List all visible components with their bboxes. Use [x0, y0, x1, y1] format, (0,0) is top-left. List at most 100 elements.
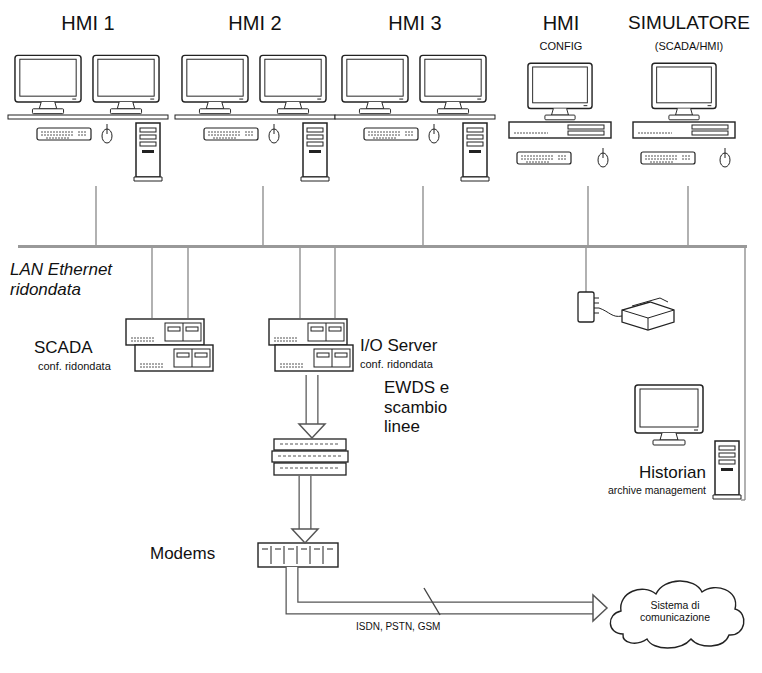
mouse	[269, 124, 279, 143]
network-link	[188, 248, 189, 318]
node-label: archive management	[605, 484, 706, 496]
arrow-head	[299, 424, 325, 438]
workstation-hmi1	[8, 55, 168, 181]
monitor	[260, 55, 326, 113]
link-line	[744, 248, 745, 500]
network-link	[423, 186, 424, 245]
arrow-body	[292, 567, 594, 608]
desktop-case	[509, 122, 611, 138]
workstation: HMI 3	[335, 8, 495, 186]
mouse	[720, 148, 730, 167]
monitor	[93, 55, 159, 113]
workstation-simulator	[633, 63, 735, 167]
workstation: HMI 2	[175, 8, 335, 186]
node-label: conf. ridondata	[38, 360, 111, 373]
keyboard	[641, 152, 695, 164]
mouse	[102, 124, 112, 143]
network-link	[688, 186, 689, 245]
network-link	[263, 186, 264, 245]
node-label: (SCADA/HMI)	[622, 40, 756, 53]
keyboard	[204, 128, 258, 140]
mouse	[429, 124, 439, 143]
mouse	[598, 148, 608, 167]
keyboard	[37, 128, 91, 140]
pc-tower	[713, 441, 741, 499]
arrow-outline	[292, 567, 594, 608]
switch-rack: EWDS e scambio linee	[272, 438, 348, 476]
ewds-rack	[272, 439, 348, 475]
node-label: CONFIG	[505, 40, 617, 53]
monitor	[528, 63, 592, 120]
modem-bank	[258, 543, 338, 567]
link-line	[95, 186, 96, 245]
hollow-arrow	[292, 567, 607, 621]
desktop-case	[633, 122, 735, 138]
link-line	[587, 186, 588, 245]
link-line	[262, 186, 263, 245]
workstation-hmi3	[335, 55, 495, 181]
monitor	[182, 55, 248, 113]
network-link	[300, 248, 301, 318]
link-line	[151, 248, 152, 318]
network-link	[96, 186, 97, 245]
network-link	[745, 248, 746, 500]
hollow-arrow	[292, 476, 318, 543]
workstation-hmi2	[175, 55, 335, 181]
arrow-body	[307, 375, 318, 425]
arrow-head	[593, 595, 607, 621]
node-label: HMI 3	[335, 12, 495, 35]
server	[126, 319, 204, 345]
monitor	[420, 55, 486, 113]
node-label: Historian	[605, 463, 706, 483]
hollow-arrow	[299, 375, 325, 438]
monitor	[635, 385, 703, 445]
cloud-shape	[610, 581, 744, 648]
link-line	[299, 248, 300, 318]
keyboard	[364, 128, 418, 140]
historian-station: Historianarchive management	[605, 384, 745, 512]
node-label: SIMULATORE	[622, 12, 756, 34]
server-group: SCADA conf. ridondata	[30, 318, 215, 378]
modem-bank: Modems	[258, 543, 338, 567]
node-label: Modems	[150, 544, 215, 564]
network-link	[152, 248, 153, 318]
server-group: I/O Server conf. ridondata	[268, 318, 468, 375]
server	[275, 345, 353, 371]
workstation: HMI 1	[8, 8, 168, 186]
node-label: conf. ridondata	[360, 358, 433, 371]
monitor	[15, 55, 81, 113]
node-label: HMI	[505, 12, 617, 35]
node-label: EWDS e scambio linee	[384, 378, 462, 437]
link-label: ISDN, PSTN, GSM	[354, 621, 442, 633]
multi-line-mark	[424, 588, 440, 615]
printer	[578, 248, 674, 330]
workstation-config	[509, 63, 611, 167]
communication-cloud: Sistema di comunicazione	[603, 572, 748, 652]
keyboard	[517, 152, 571, 164]
server	[135, 345, 213, 371]
monitor	[342, 55, 408, 113]
node-label: HMI 1	[8, 12, 168, 35]
arrow-outline	[299, 476, 312, 530]
network-link	[588, 186, 589, 245]
workstation: SIMULATORE (SCADA/HMI)	[622, 8, 756, 186]
node-label: SCADA	[34, 338, 93, 358]
node-label: HMI 2	[175, 12, 335, 35]
pc-tower	[134, 123, 162, 181]
node-label: LAN Ethernet ridondata	[10, 260, 128, 299]
arrow-outline	[306, 375, 319, 425]
arrow-body	[300, 476, 311, 530]
pc-tower	[461, 123, 489, 181]
link-line	[334, 248, 335, 318]
pc-tower	[301, 123, 329, 181]
workstation: HMI CONFIG	[505, 8, 617, 186]
link-line	[687, 186, 688, 245]
network-link	[335, 248, 336, 318]
link-line	[422, 186, 423, 245]
server	[269, 319, 347, 345]
lan-bus: LAN Ethernet ridondata	[18, 245, 747, 248]
monitor	[652, 63, 716, 120]
arrow-head	[292, 529, 318, 543]
node-label: I/O Server	[360, 336, 437, 356]
